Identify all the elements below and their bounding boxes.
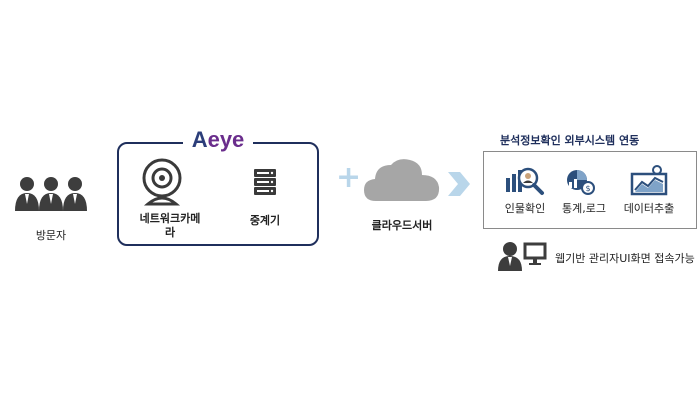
item-label-data: 데이터추출 (623, 202, 675, 215)
svg-text:$: $ (585, 184, 590, 193)
logo-a: A (191, 127, 208, 152)
visitors-icon (15, 177, 87, 211)
relay-server-icon (254, 169, 276, 195)
admin-monitor-icon (498, 242, 547, 271)
person-search-icon (506, 167, 544, 195)
logo-eye: eye (207, 127, 245, 152)
chevron-right-icon (448, 172, 470, 196)
aeye-logo: Aeye (183, 128, 253, 152)
visitors-label: 방문자 (35, 229, 67, 242)
external-title: 분석정보확인 외부시스템 연동 (500, 134, 640, 147)
item-label-statistics: 통계,로그 (562, 202, 606, 215)
visitors-group: 방문자 (12, 175, 90, 245)
admin-label: 웹기반 관리자UI화면 접속가능 (555, 252, 695, 265)
network-camera-label: 네트워크카메라 (139, 212, 201, 239)
statistics-log-icon: $ (567, 170, 595, 195)
item-label-person: 인물확인 (504, 202, 546, 215)
cloud-label: 클라우드서버 (371, 219, 433, 232)
data-chart-icon (630, 165, 668, 196)
network-camera-icon (142, 158, 182, 206)
plus-icon: + (336, 160, 362, 195)
relay-label: 중계기 (249, 214, 281, 227)
cloud-icon (364, 159, 440, 201)
